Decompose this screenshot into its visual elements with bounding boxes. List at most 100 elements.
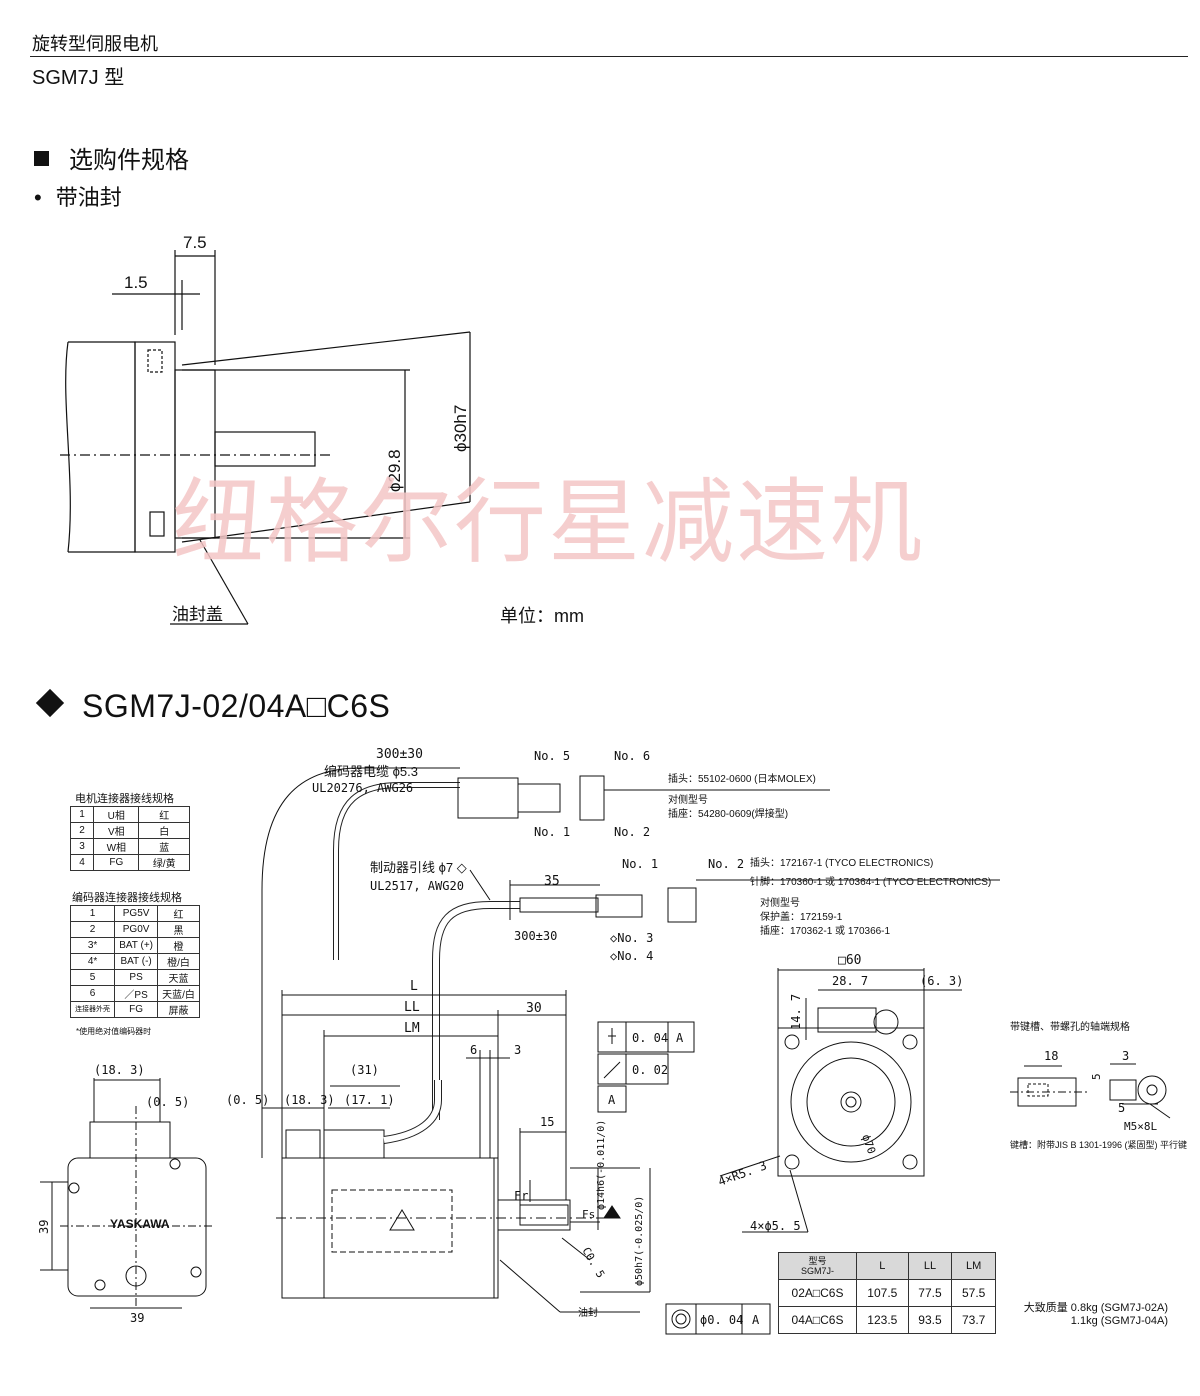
shaft-dim-5b: 5 [1118,1101,1125,1115]
tol-concentricity: ϕ0. 04 [700,1313,743,1327]
table-row: 4*BAT (-)橙/白 [69,953,200,970]
motor-drawing: 300±30 编码器电缆 ϕ5.3 UL20276, AWG26 No. 5 N… [37,747,1187,1335]
flange-radius: 4×R5. 3 [716,1158,768,1188]
encoder-note: *使用绝对值编码器时 [76,1027,152,1036]
brake-pin: 针脚：170360-1 或 170364-1 (TYCO ELECTRONICS… [750,875,991,888]
dim-30: 30 [526,1001,542,1016]
front-dim-39-h: 39 [130,1311,144,1325]
side-dim-0-5: (0. 5) [226,1093,269,1107]
encoder-cable-spec: UL20276, AWG26 [312,781,413,795]
side-dim-15: 15 [540,1115,554,1129]
shaft-dia: ϕ14h6(-0.011/0) [596,1120,607,1210]
diamond-bullet-icon [35,688,65,718]
dim-LL: LL [404,1000,420,1015]
shaft-dim-18: 18 [1044,1049,1058,1063]
flange-sq-60: □60 [838,953,861,968]
encoder-plug: 插头：55102-0600 (日本MOLEX) [668,772,816,785]
force-fr: Fr [514,1189,528,1203]
flange-holes: 4×ϕ5. 5 [750,1219,801,1233]
table-header-row: 型号 SGM7J- L LL LM [778,1252,996,1280]
spigot-dia: ϕ50h7(-0.025/0) [634,1196,645,1286]
tol-runout: 0. 02 [632,1063,668,1077]
dim-LM: LM [404,1021,420,1036]
dim-1-5: 1.5 [124,273,148,292]
brake-pin-no4: ◇No. 4 [610,949,653,963]
encoder-cable-name: 编码器电缆 ϕ5.3 [324,764,418,779]
flange-dim-28-7: 28. 7 [832,974,868,988]
doc-model: SGM7J 型 [32,67,125,89]
model-heading: SGM7J-02/04A□C6S [34,688,390,725]
watermark: 纽格尔行星减速机 [172,469,925,576]
dim-6: 6 [470,1043,477,1057]
unit-label: 单位：mm [500,606,584,626]
doc-title: 旋转型伺服电机 [32,34,158,54]
yaskawa-logo: YASKAWA [110,1217,170,1231]
brake-pin-no1: No. 1 [622,857,658,871]
encoder-mate: 对侧型号 [668,793,708,806]
brake-socket: 插座：170362-1 或 170366-1 [760,924,891,937]
brake-cable-spec: UL2517, AWG20 [370,879,464,893]
encoder-pin-no2: No. 2 [614,825,650,839]
encoder-connector-caption: 编码器连接器接线规格 [72,892,182,904]
flange-dim-14-7: 14. 7 [789,994,803,1030]
encoder-socket: 插座：54280-0609(焊接型) [668,807,788,820]
dim-L: L [410,979,418,994]
brake-len-35: 35 [544,874,560,889]
brake-pin-no2: No. 2 [708,857,744,871]
encoder-pin-no6: No. 6 [614,749,650,763]
shaft-dim-3: 3 [1122,1049,1129,1063]
encoder-cable-length: 300±30 [376,747,423,762]
oil-seal-drawing: 7.5 1.5 ϕ29.8 ϕ30h7 油封盖 [60,233,471,625]
header-rule [30,56,1188,57]
side-dim-17-1: (17. 1) [344,1093,395,1107]
front-dim-39-v: 39 [37,1220,51,1234]
brake-cover: 保护盖：172159-1 [760,910,843,923]
encoder-pin-no1: No. 1 [534,825,570,839]
side-dim-18-3: (18. 3) [284,1093,335,1107]
shaft-end-caption: 带键槽、带螺孔的轴端规格 [1010,1020,1130,1033]
motor-connector-caption: 电机连接器接线规格 [75,793,174,805]
tol-perpendicularity: 0. 04 [632,1031,668,1045]
brake-pin-no3: ◇No. 3 [610,931,653,945]
oil-seal-cover-label: 油封盖 [172,605,223,624]
option-heading: 选购件规格 [34,140,189,175]
force-fs: Fs [582,1208,595,1221]
flange-dia-70: ϕ70 [859,1133,878,1156]
tol-datum-2: A [752,1313,760,1327]
front-dim-18-3: (18. 3) [94,1063,145,1077]
oil-seal-label: 油封 [578,1306,598,1319]
brake-plug: 插头：172167-1 (TYCO ELECTRONICS) [750,856,933,869]
tol-datum-1: A [676,1031,684,1045]
flange-dim-6-3: (6. 3) [920,974,963,988]
dim-3: 3 [514,1043,521,1057]
approx-mass: 大致质量 0.8kg (SGM7J-02A) 1.1kg (SGM7J-04A) [1023,1302,1168,1327]
brake-len-300: 300±30 [514,929,557,943]
shaft-thread: M5×8L [1124,1120,1157,1133]
side-dim-31: (31) [350,1063,379,1077]
square-bullet-icon [34,151,49,166]
key-note: 键槽：附带JIS B 1301-1996 (紧固型) 平行键 [1010,1139,1187,1150]
dim-7-5: 7.5 [183,233,207,252]
dim-phi29-8: ϕ29.8 [385,449,404,492]
table-row: 3*BAT (+)橙 [69,937,200,954]
chamfer-c0-5: C0. 5 [579,1245,607,1280]
shaft-dim-5a: 5 [1090,1073,1103,1080]
dim-phi30h7: ϕ30h7 [451,405,470,452]
brake-cable-name: 制动器引线 ϕ7 ◇ [370,860,467,875]
encoder-pin-no5: No. 5 [534,749,570,763]
front-dim-0-5: (0. 5) [146,1095,189,1109]
datum-a: A [608,1093,616,1107]
brake-mate: 对侧型号 [760,896,800,909]
option-bullet: •带油封 [34,185,122,210]
